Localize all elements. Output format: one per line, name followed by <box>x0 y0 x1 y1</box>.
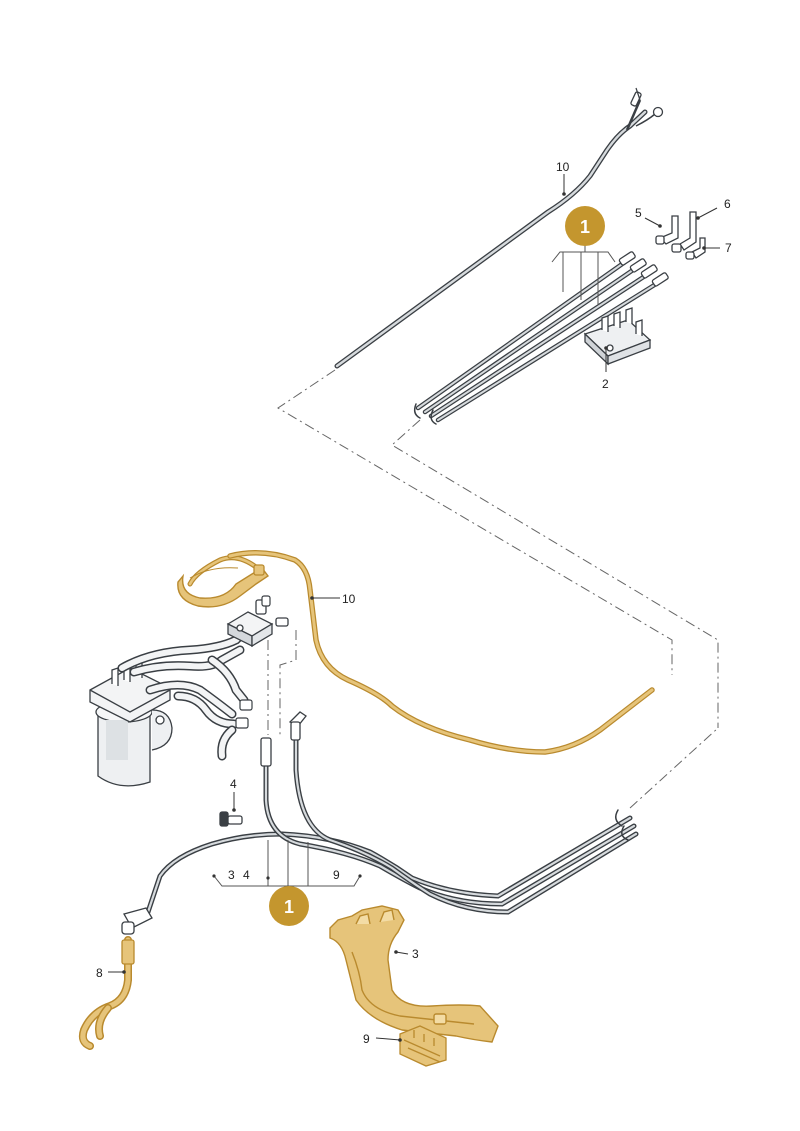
fuel-line-10-top <box>334 109 648 369</box>
label-2: 2 <box>602 377 609 391</box>
label-10-mid: 10 <box>342 592 356 606</box>
hose-highlighted-top <box>177 564 270 608</box>
fuel-filter-icon <box>89 657 173 787</box>
dashed-connection-lines <box>267 369 719 809</box>
hose-highlighted-8 <box>78 936 135 1050</box>
label-8: 8 <box>96 966 103 980</box>
badge-bottom-text: 1 <box>284 897 294 917</box>
label-4-left: 4 <box>243 868 250 882</box>
label-5: 5 <box>635 206 642 220</box>
label-3-left: 3 <box>228 868 235 882</box>
callout-bracket-bottom <box>213 840 361 892</box>
label-6: 6 <box>724 197 731 211</box>
bundle-end-fittings <box>260 711 307 767</box>
elbow-connectors <box>655 211 706 260</box>
leader-lines <box>108 174 720 1041</box>
label-7: 7 <box>725 241 732 255</box>
label-10-top: 10 <box>556 160 570 174</box>
badge-top-text: 1 <box>580 217 590 237</box>
clip-9-highlighted <box>399 1025 447 1067</box>
label-9-bottom: 9 <box>363 1032 370 1046</box>
filter-hoses <box>117 623 253 761</box>
tray-icon <box>329 905 499 1043</box>
elbow-fitting-bottom-left <box>121 907 153 935</box>
badge-bottom: 1 <box>269 886 309 926</box>
fuel-line-bundle-bottom <box>145 723 639 915</box>
connector-icon <box>625 87 664 131</box>
label-9-group: 9 <box>333 868 340 882</box>
badge-top: 1 <box>565 206 605 246</box>
callout-labels: 10 5 6 7 2 10 4 3 4 9 3 8 9 <box>96 160 732 1046</box>
filter-end-fittings <box>235 595 271 729</box>
fuel-line-10-highlighted <box>187 550 655 755</box>
clip-icon <box>219 811 243 827</box>
label-4-top: 4 <box>230 777 237 791</box>
bracket-icon <box>583 307 652 366</box>
valve-block <box>226 599 289 648</box>
label-3-tray: 3 <box>412 947 419 961</box>
line-end-fittings <box>618 251 669 287</box>
callout-bracket-top <box>551 240 616 305</box>
leader-dots <box>122 192 706 1042</box>
